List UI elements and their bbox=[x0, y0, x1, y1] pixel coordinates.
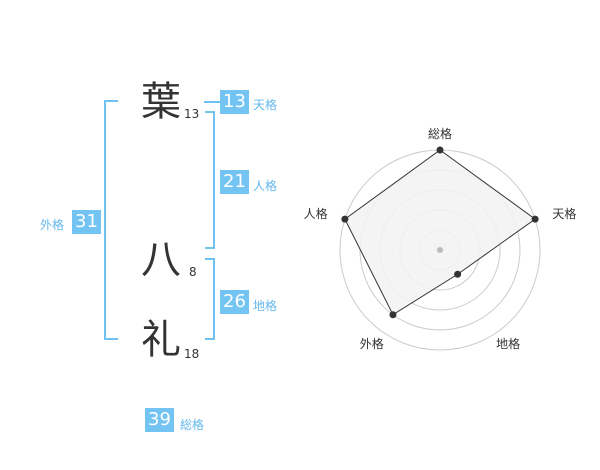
chikaku-bracket-vertical bbox=[213, 258, 215, 340]
radar-data-area bbox=[344, 149, 536, 316]
radar-axis-label-2: 天格 bbox=[552, 206, 576, 221]
gaikaku-badge: 31 bbox=[72, 210, 101, 234]
radar-point-4 bbox=[389, 311, 397, 319]
radar-axis-label-5: 人格 bbox=[304, 206, 328, 221]
radar-axis-label-3: 地格 bbox=[496, 336, 520, 351]
radar-center-dot bbox=[437, 247, 443, 253]
chikaku-label: 地格 bbox=[253, 299, 278, 313]
radar-axis-label-1: 総格 bbox=[428, 126, 452, 141]
gaikaku-label: 外格 bbox=[40, 218, 65, 232]
outer-bracket-vertical bbox=[104, 100, 106, 340]
jinkaku-bracket-vertical bbox=[213, 111, 215, 249]
jinkaku-bracket-top bbox=[205, 111, 215, 113]
stroke-count-2: 8 bbox=[189, 265, 197, 279]
radar-point-1 bbox=[436, 146, 444, 154]
radar-point-5 bbox=[341, 215, 349, 223]
name-char-2: 八 bbox=[141, 237, 181, 283]
jinkaku-label: 人格 bbox=[253, 179, 278, 193]
jinkaku-badge: 21 bbox=[220, 170, 249, 194]
chikaku-badge: 26 bbox=[220, 290, 249, 314]
radar-point-3 bbox=[454, 270, 462, 278]
tenkaku-badge: 13 bbox=[220, 90, 249, 114]
radar-point-2 bbox=[531, 215, 539, 223]
soukaku-badge: 39 bbox=[145, 408, 174, 432]
chikaku-bracket-top bbox=[205, 258, 215, 260]
chikaku-bracket-bottom bbox=[205, 338, 215, 340]
soukaku-label: 総格 bbox=[180, 418, 205, 432]
stroke-count-1: 13 bbox=[184, 107, 200, 121]
radar-axis-label-4: 外格 bbox=[360, 336, 384, 351]
name-char-3: 礼 bbox=[141, 317, 181, 363]
tenkaku-label: 天格 bbox=[253, 98, 278, 112]
outer-bracket-bottom bbox=[104, 338, 118, 340]
name-char-1: 葉 bbox=[141, 79, 181, 125]
stroke-count-3: 18 bbox=[184, 347, 200, 361]
tenkaku-connector bbox=[204, 101, 220, 103]
outer-bracket-top bbox=[104, 100, 118, 102]
jinkaku-bracket-bottom bbox=[205, 247, 215, 249]
